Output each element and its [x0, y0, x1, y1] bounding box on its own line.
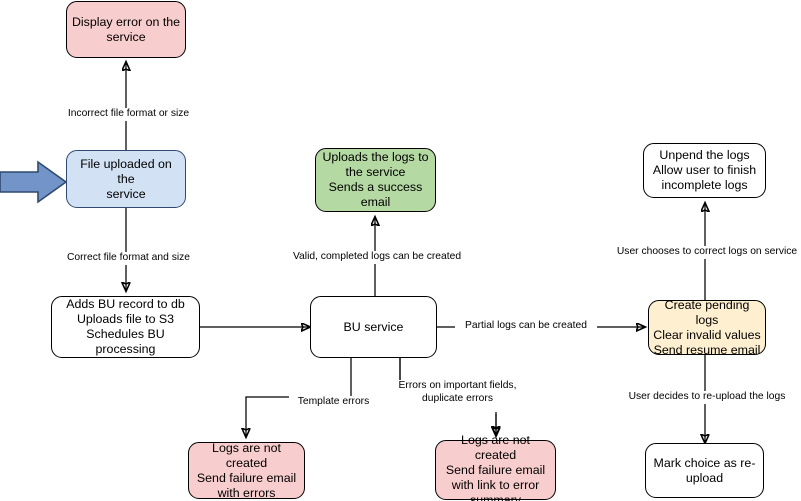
node-file-uploaded-on-service[interactable]: File uploaded on the service	[66, 150, 186, 208]
edge-label-user-corrects: User chooses to correct logs on service	[609, 246, 801, 259]
node-display-error[interactable]: Display error on the service	[66, 1, 186, 58]
node-bu-service[interactable]: BU service	[310, 296, 437, 358]
node-mark-choice-reupload[interactable]: Mark choice as re- upload	[645, 443, 764, 498]
node-adds-bu-record[interactable]: Adds BU record to db Uploads file to S3 …	[51, 296, 200, 358]
incoming-upload-arrow-icon	[0, 160, 68, 204]
edge-label-user-reupload: User decides to re-upload the logs	[618, 391, 796, 404]
edge-label-correct-format: Correct file format and size	[56, 252, 201, 265]
node-uploads-logs-success[interactable]: Uploads the logs to the service Sends a …	[315, 148, 436, 212]
edge-label-incorrect-format: Incorrect file format or size	[54, 108, 203, 121]
node-create-pending-logs[interactable]: Create pending logs Clear invalid values…	[648, 298, 766, 357]
node-logs-not-created-template[interactable]: Logs are not created Send failure email …	[188, 441, 305, 500]
edge-label-template-errors: Template errors	[289, 396, 378, 409]
edge-label-valid-logs: Valid, completed logs can be created	[280, 251, 474, 264]
node-logs-not-created-summary[interactable]: Logs are not created Send failure email …	[435, 433, 556, 501]
edge-label-partial-logs: Partial logs can be created	[455, 320, 597, 333]
node-unpend-logs[interactable]: Unpend the logs Allow user to finish inc…	[643, 143, 766, 198]
edge-label-important-field-errors: Errors on important fields, duplicate er…	[393, 380, 522, 405]
